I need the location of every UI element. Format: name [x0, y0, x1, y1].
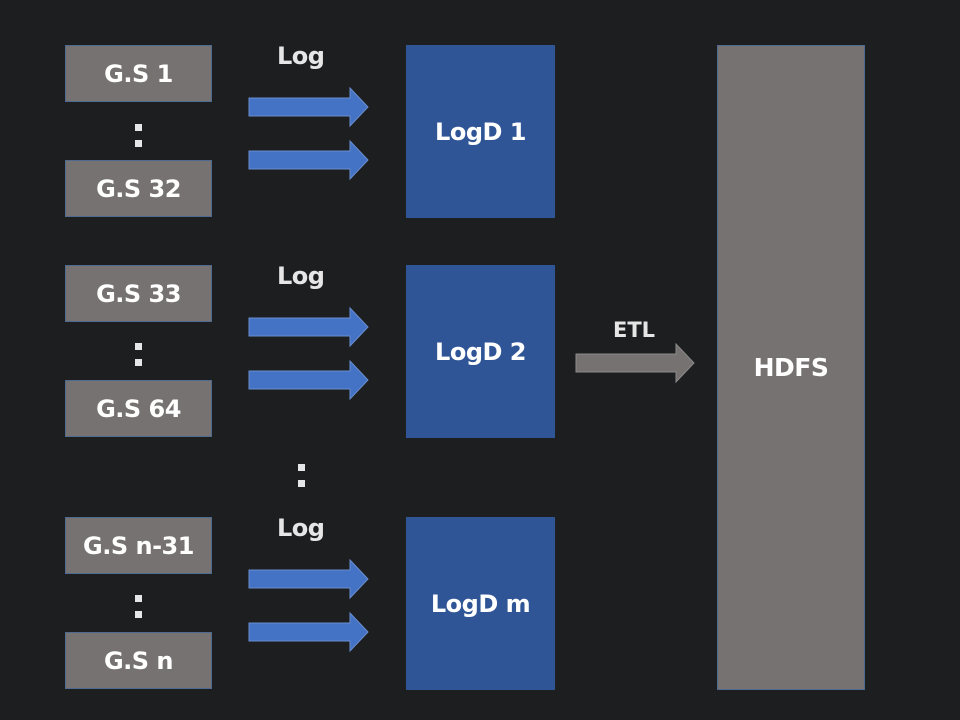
log-arrow-icon	[248, 86, 369, 128]
log-arrow-icon	[248, 611, 369, 653]
log-arrow-icon	[248, 558, 369, 600]
log-arrow-label: Log	[277, 262, 325, 290]
log-daemon-box: LogD 2	[406, 265, 555, 438]
log-arrow-icon	[248, 139, 369, 181]
hdfs-storage-box: HDFS	[717, 45, 865, 690]
log-arrow-icon	[248, 306, 369, 348]
ellipsis-dots	[133, 340, 143, 370]
game-server-box: G.S 1	[65, 45, 212, 102]
log-daemon-box: LogD 1	[406, 45, 555, 218]
game-server-box: G.S 32	[65, 160, 212, 217]
ellipsis-dots	[133, 121, 143, 151]
log-arrow-label: Log	[277, 42, 325, 70]
log-arrow-label: Log	[277, 514, 325, 542]
ellipsis-dots	[296, 461, 306, 491]
game-server-box: G.S 64	[65, 380, 212, 437]
log-arrow-icon	[248, 359, 369, 401]
etl-arrow-icon	[575, 342, 695, 384]
ellipsis-dots	[133, 592, 143, 622]
game-server-box: G.S 33	[65, 265, 212, 322]
log-daemon-box: LogD m	[406, 517, 555, 690]
game-server-box: G.S n	[65, 632, 212, 689]
etl-arrow-label: ETL	[613, 318, 656, 342]
game-server-box: G.S n-31	[65, 517, 212, 574]
